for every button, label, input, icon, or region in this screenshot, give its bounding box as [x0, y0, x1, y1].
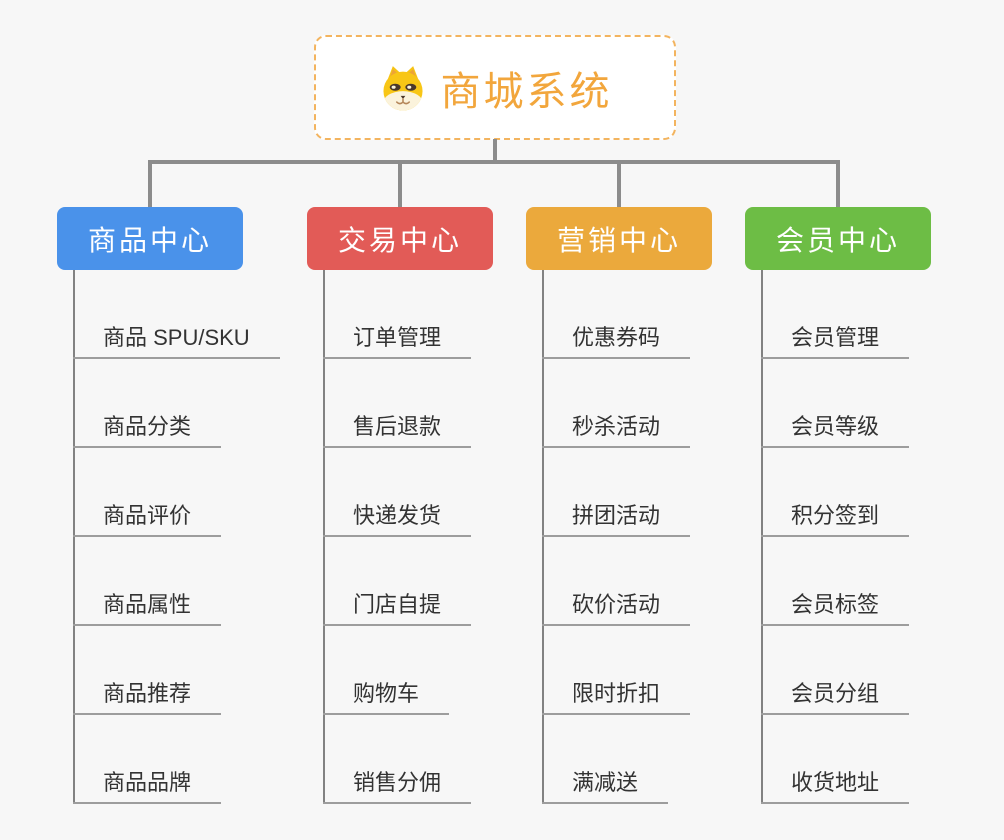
leaf-label: 售后退款 — [353, 414, 442, 439]
leaf-node[interactable]: 商品属性 — [73, 586, 222, 626]
leaf-node[interactable]: 拼团活动 — [542, 497, 691, 537]
leaf-label: 商品评价 — [103, 503, 192, 528]
branch-label: 商品中心 — [87, 224, 212, 256]
root-title: 商城系统 — [440, 69, 613, 114]
leaf-node[interactable]: 门店自提 — [323, 586, 472, 626]
leaf-node[interactable]: 商品品牌 — [73, 764, 222, 804]
leaf-node[interactable]: 收货地址 — [761, 764, 910, 804]
branch-label: 营销中心 — [556, 224, 681, 256]
leaf-node[interactable]: 商品分类 — [73, 408, 222, 448]
leaf-node[interactable]: 会员管理 — [761, 319, 910, 359]
leaf-label: 商品 SPU/SKU — [103, 325, 250, 350]
leaf-node[interactable]: 砍价活动 — [542, 586, 691, 626]
leaf-node[interactable]: 满减送 — [542, 764, 669, 804]
branch-group: 交易中心 订单管理售后退款快递发货门店自提购物车销售分佣 — [307, 207, 557, 807]
leaf-label: 会员标签 — [791, 592, 880, 617]
branch-label: 会员中心 — [775, 224, 900, 256]
connector-stem — [493, 139, 497, 162]
connector-drop — [617, 160, 621, 207]
leaf-label: 订单管理 — [353, 325, 442, 350]
leaf-node[interactable]: 商品 SPU/SKU — [73, 319, 280, 359]
leaf-label: 满减送 — [572, 770, 639, 795]
branch-connector-line — [323, 270, 325, 804]
leaf-node[interactable]: 优惠券码 — [542, 319, 691, 359]
leaf-label: 会员分组 — [791, 681, 880, 706]
leaf-label: 拼团活动 — [572, 503, 661, 528]
leaf-node[interactable]: 购物车 — [323, 675, 450, 715]
branch-label: 交易中心 — [337, 224, 462, 256]
leaf-label: 积分签到 — [791, 503, 880, 528]
branch-node[interactable]: 会员中心 — [745, 207, 931, 270]
leaf-node[interactable]: 销售分佣 — [323, 764, 472, 804]
leaf-label: 商品品牌 — [103, 770, 192, 795]
branch-group: 营销中心 优惠券码秒杀活动拼团活动砍价活动限时折扣满减送 — [526, 207, 776, 807]
leaf-node[interactable]: 售后退款 — [323, 408, 472, 448]
leaf-node[interactable]: 商品推荐 — [73, 675, 222, 715]
branch-connector-line — [73, 270, 75, 804]
leaf-label: 会员等级 — [791, 414, 880, 439]
leaf-node[interactable]: 会员等级 — [761, 408, 910, 448]
leaf-label: 会员管理 — [791, 325, 880, 350]
connector-drop — [398, 160, 402, 207]
leaf-node[interactable]: 限时折扣 — [542, 675, 691, 715]
leaf-label: 商品推荐 — [103, 681, 192, 706]
leaf-node[interactable]: 商品评价 — [73, 497, 222, 537]
connector-bus — [148, 160, 840, 164]
leaf-label: 门店自提 — [353, 592, 442, 617]
leaf-node[interactable]: 积分签到 — [761, 497, 910, 537]
branch-connector-line — [542, 270, 544, 804]
branch-node[interactable]: 商品中心 — [57, 207, 243, 270]
leaf-label: 砍价活动 — [572, 592, 661, 617]
branch-group: 商品中心 商品 SPU/SKU 商品分类商品评价商品属性商品推荐商品品牌 — [57, 207, 307, 807]
dog-face-icon — [382, 65, 423, 111]
leaf-node[interactable]: 会员分组 — [761, 675, 910, 715]
leaf-label: 购物车 — [353, 681, 420, 706]
branch-group: 会员中心 会员管理会员等级积分签到会员标签会员分组收货地址 — [745, 207, 995, 807]
leaf-node[interactable]: 快递发货 — [323, 497, 472, 537]
leaf-label: 收货地址 — [791, 770, 880, 795]
connector-drop — [148, 160, 152, 207]
leaf-label: 秒杀活动 — [572, 414, 661, 439]
leaf-label: 商品属性 — [103, 592, 192, 617]
leaf-label: 商品分类 — [103, 414, 192, 439]
branch-node[interactable]: 营销中心 — [526, 207, 712, 270]
leaf-label: 限时折扣 — [572, 681, 661, 706]
branch-connector-line — [761, 270, 763, 804]
leaf-label: 优惠券码 — [572, 325, 661, 350]
leaf-node[interactable]: 会员标签 — [761, 586, 910, 626]
leaf-label: 销售分佣 — [353, 770, 442, 795]
root-node[interactable]: 商城系统 — [314, 35, 676, 140]
branch-node[interactable]: 交易中心 — [307, 207, 493, 270]
leaf-node[interactable]: 秒杀活动 — [542, 408, 691, 448]
connector-drop — [836, 160, 840, 207]
leaf-label: 快递发货 — [353, 503, 442, 528]
leaf-node[interactable]: 订单管理 — [323, 319, 472, 359]
